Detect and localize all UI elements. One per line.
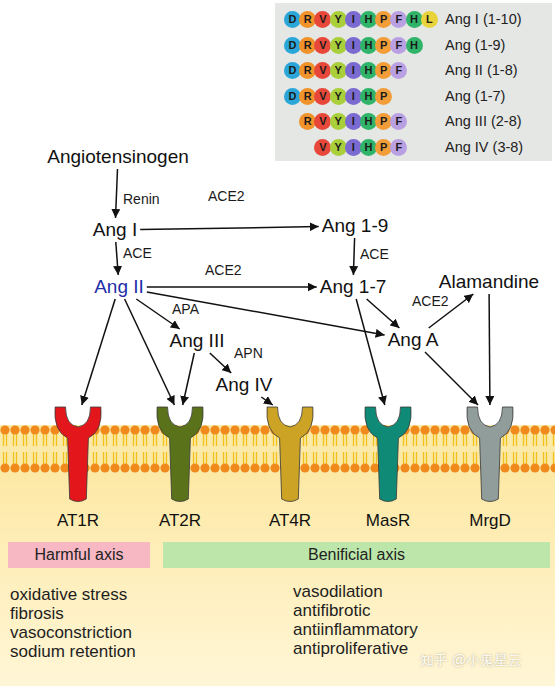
molecule-label: Ang II <box>91 275 147 299</box>
enzyme-label: ACE2 <box>205 262 242 278</box>
amino-acid-circle: F <box>390 11 407 28</box>
enzyme-label: Renin <box>123 191 160 207</box>
reaction-arrow <box>82 299 115 405</box>
molecule-name: Ang 1-9 <box>322 215 389 237</box>
axis-name: Harmful axis <box>35 546 124 563</box>
effect-text: oxidative stress <box>10 585 127 604</box>
reaction-arrow <box>116 242 118 275</box>
reaction-arrow <box>116 169 118 218</box>
amino-acid-circle: V <box>314 11 331 28</box>
receptor-name: MrgD <box>469 511 511 531</box>
amino-acid-circle: V <box>314 37 331 54</box>
reaction-arrow <box>210 353 231 373</box>
receptor: AT2R <box>154 405 206 505</box>
enzyme-label: ACE2 <box>208 188 245 204</box>
effect-text: antifibrotic <box>293 601 370 620</box>
enzyme-label: APA <box>172 301 199 317</box>
molecule-name: Alamandine <box>439 271 539 293</box>
molecule-name: Ang A <box>388 329 439 351</box>
receptor-name: MasR <box>366 511 410 531</box>
axis-band: Harmful axis <box>8 542 150 568</box>
molecule-label: Ang 1-9 <box>319 214 392 238</box>
reaction-arrow <box>353 238 354 275</box>
molecule-label: Ang A <box>385 328 442 352</box>
peptide-name: Ang IV (3-8) <box>445 139 523 156</box>
amino-acid-circle: L <box>421 11 438 28</box>
reaction-arrow <box>425 352 478 405</box>
receptor: AT1R <box>52 405 104 505</box>
reaction-arrow <box>367 299 400 328</box>
enzyme-label: ACE <box>123 245 152 261</box>
reaction-arrow <box>356 299 385 405</box>
effect-text: vasoconstriction <box>10 623 132 642</box>
amino-acid-circle: F <box>390 37 407 54</box>
receptor-shape <box>52 405 104 505</box>
molecule-label: Angiotensinogen <box>44 145 192 169</box>
receptor-body <box>365 407 411 502</box>
effect-text: vasodilation <box>293 582 383 601</box>
peptide-name: Ang I (1-10) <box>445 11 522 28</box>
molecule-name: Ang 1-7 <box>320 276 387 298</box>
effect-text: fibrosis <box>10 604 64 623</box>
receptor-shape <box>464 405 516 505</box>
receptor-body <box>267 407 313 502</box>
receptor-body <box>467 407 513 502</box>
molecule-name: Ang II <box>94 276 144 298</box>
molecule-label: Ang 1-7 <box>317 275 390 299</box>
peptide-name: Ang II (1-8) <box>445 62 518 79</box>
reaction-arrow <box>147 292 385 335</box>
receptor-name: AT2R <box>159 511 201 531</box>
reaction-arrow <box>125 299 175 405</box>
amino-acid-circle: V <box>314 139 331 156</box>
receptor-body <box>55 407 101 502</box>
axis-name: Benificial axis <box>308 546 405 563</box>
amino-acid-circle: V <box>314 62 331 79</box>
amino-acid-circle: F <box>390 113 407 130</box>
effect-text: antiinflammatory <box>293 620 418 639</box>
molecule-name: Ang I <box>93 219 137 241</box>
receptor-shape <box>264 405 316 505</box>
receptor-shape <box>154 405 206 505</box>
reaction-arrow <box>488 294 490 405</box>
receptor-body <box>157 407 203 502</box>
amino-acid-circle: V <box>314 113 331 130</box>
watermark: 知乎 @小鬼星云 <box>420 652 522 668</box>
molecule-label: Ang IV <box>212 373 275 397</box>
peptide-name: Ang (1-9) <box>445 37 505 54</box>
receptor-name: AT1R <box>57 511 99 531</box>
reaction-arrow <box>261 397 273 405</box>
molecule-label: Alamandine <box>436 270 542 294</box>
receptor: AT4R <box>264 405 316 505</box>
molecule-label: Ang III <box>167 329 228 353</box>
molecule-name: Ang III <box>170 330 225 352</box>
amino-acid-circle: V <box>314 88 331 105</box>
effect-text: antiproliferative <box>293 639 408 658</box>
molecule-name: Ang IV <box>215 374 272 396</box>
sequence-panel: Ang I (1-10) Ang (1-9) Ang II (1-8) Ang (1-… <box>275 3 552 161</box>
molecule-name: Angiotensinogen <box>47 146 189 168</box>
receptor-name: AT4R <box>269 511 311 531</box>
receptor: MasR <box>362 405 414 505</box>
enzyme-label: ACE <box>360 246 389 262</box>
molecule-label: Ang I <box>90 218 140 242</box>
amino-acid-circle: P <box>375 88 392 105</box>
reaction-arrow <box>183 353 195 405</box>
peptide-name: Ang III (2-8) <box>445 113 522 130</box>
receptor-shape <box>362 405 414 505</box>
axis-band: Benificial axis <box>163 542 550 568</box>
amino-acid-circle: F <box>390 62 407 79</box>
enzyme-label: ACE2 <box>412 293 449 309</box>
amino-acid-circle: H <box>406 37 423 54</box>
amino-acid-circle: F <box>390 139 407 156</box>
reaction-arrow <box>140 227 319 230</box>
effect-text: sodium retention <box>10 642 136 661</box>
enzyme-label: APN <box>234 345 263 361</box>
reaction-arrow <box>147 286 317 288</box>
receptor: MrgD <box>464 405 516 505</box>
peptide-name: Ang (1-7) <box>445 88 505 105</box>
